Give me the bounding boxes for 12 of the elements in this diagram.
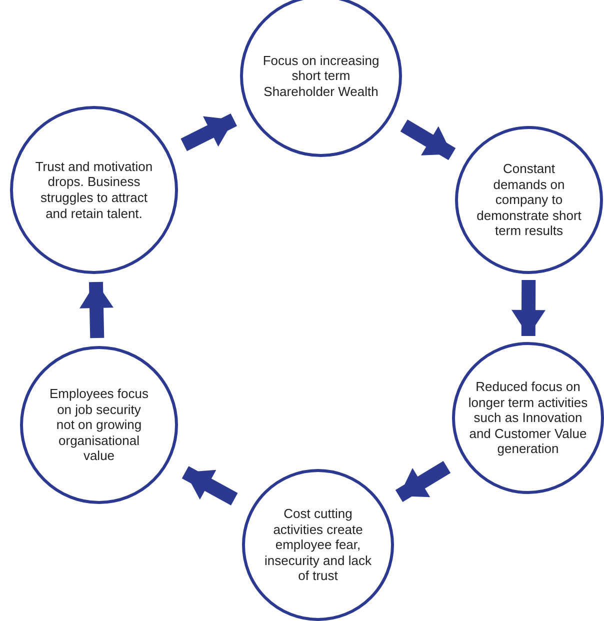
node-text: Focus on increasing short term Shareholder Wealth: [262, 52, 380, 100]
arrow: [400, 119, 456, 160]
arrow: [182, 466, 238, 506]
arrow: [80, 282, 114, 338]
arrow: [395, 461, 451, 502]
node-text: Constant demands on company to demonstrate short term results: [476, 161, 582, 239]
arrow: [180, 114, 237, 152]
arrow: [512, 280, 546, 336]
node-text: Employees focus on job security not on growing organisational value: [48, 386, 150, 464]
node-text: Cost cutting activities create employee fear, insecurity and lack of trust: [264, 506, 372, 584]
node-text: Trust and motivation drops. Business struggles to attract and retain talent.: [34, 158, 154, 222]
node-text: Reduced focus on longer term activities such as Innovation and Customer Value generation: [467, 379, 589, 457]
